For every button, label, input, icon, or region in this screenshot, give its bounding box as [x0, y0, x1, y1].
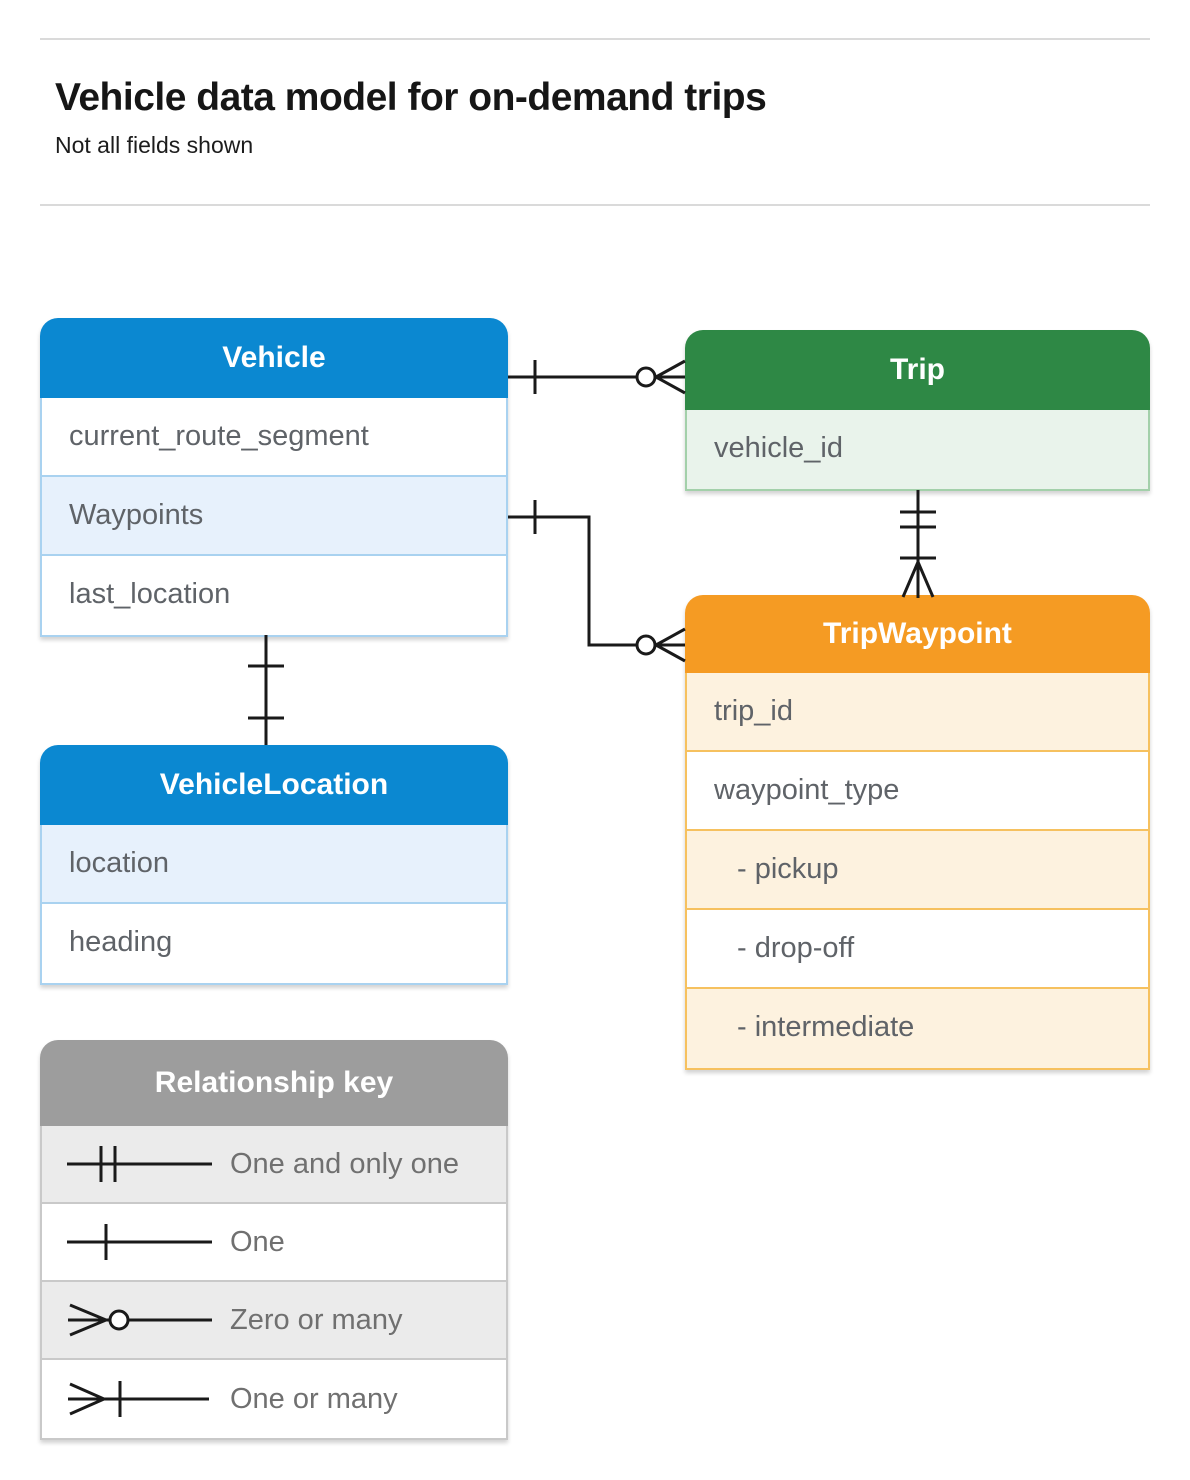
- one-or-many-icon: [68, 1381, 209, 1417]
- field-row-vehicle-id: vehicle_id: [687, 410, 1148, 489]
- table-trip-title: Trip: [685, 330, 1150, 410]
- field-row-location: location: [42, 825, 506, 904]
- enum-row-pickup: - pickup: [687, 831, 1148, 910]
- enum-row-drop-off: - drop-off: [687, 910, 1148, 989]
- waypoints-tripwaypoint-connector: [508, 500, 685, 661]
- table-trip-waypoint-body: trip_id waypoint_type - pickup - drop-of…: [685, 673, 1150, 1070]
- field-row-trip-id: trip_id: [687, 673, 1148, 752]
- many-crow-foot: [903, 562, 933, 598]
- relationship-key-title: Relationship key: [40, 1040, 508, 1126]
- one-icon: [67, 1224, 212, 1260]
- table-vehicle-location-body: location heading: [40, 825, 508, 985]
- one-and-only-one-icon: [67, 1146, 212, 1182]
- table-vehicle-location: VehicleLocation location heading: [40, 745, 508, 985]
- key-row-one-and-only-one: One and only one: [42, 1126, 506, 1204]
- top-divider: [40, 38, 1150, 40]
- table-vehicle-body: current_route_segment Waypoints last_loc…: [40, 398, 508, 637]
- vehicle-vehiclelocation-connector: [248, 635, 284, 745]
- field-row-last-location: last_location: [42, 556, 506, 635]
- field-row-heading: heading: [42, 904, 506, 983]
- table-vehicle-title: Vehicle: [40, 318, 508, 398]
- zero-circle: [637, 636, 655, 654]
- field-row-waypoints: Waypoints: [42, 477, 506, 556]
- zero-or-many-icon: [68, 1303, 212, 1337]
- relationship-key: Relationship key One and only one: [40, 1040, 508, 1440]
- table-vehicle: Vehicle current_route_segment Waypoints …: [40, 318, 508, 637]
- field-row-waypoint-type: waypoint_type: [687, 752, 1148, 831]
- key-row-one: One: [42, 1204, 506, 1282]
- relationship-key-body: One and only one One: [40, 1126, 508, 1440]
- table-trip-waypoint-title: TripWaypoint: [685, 595, 1150, 673]
- many-crow-foot: [656, 629, 685, 661]
- vehicle-trip-connector: [508, 360, 685, 394]
- table-trip-body: vehicle_id: [685, 410, 1150, 491]
- many-crow-foot: [656, 361, 685, 393]
- table-trip: Trip vehicle_id: [685, 330, 1150, 491]
- enum-row-intermediate: - intermediate: [687, 989, 1148, 1068]
- key-label: One and only one: [230, 1147, 459, 1180]
- key-label: One or many: [230, 1382, 398, 1415]
- key-row-zero-or-many: Zero or many: [42, 1282, 506, 1360]
- field-row-current-route-segment: current_route_segment: [42, 398, 506, 477]
- key-row-one-or-many: One or many: [42, 1360, 506, 1438]
- page-subtitle: Not all fields shown: [55, 132, 254, 158]
- key-label: One: [230, 1225, 285, 1258]
- header-divider: [40, 204, 1150, 206]
- key-label: Zero or many: [230, 1303, 403, 1336]
- zero-circle: [637, 368, 655, 386]
- trip-tripwaypoint-connector: [900, 490, 936, 598]
- table-vehicle-location-title: VehicleLocation: [40, 745, 508, 825]
- page-title: Vehicle data model for on-demand trips: [55, 76, 767, 119]
- table-trip-waypoint: TripWaypoint trip_id waypoint_type - pic…: [685, 595, 1150, 1070]
